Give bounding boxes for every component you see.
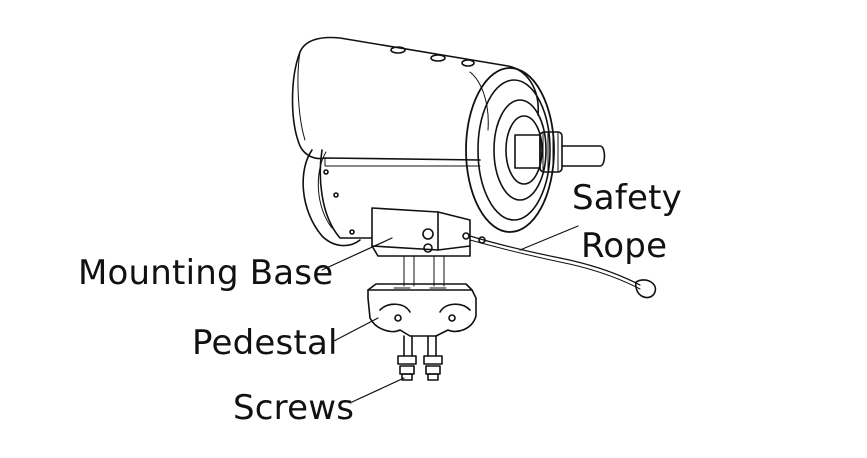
mounting-base-shape (371, 207, 471, 287)
screws-label: Screws (233, 388, 355, 428)
screws-shape (397, 335, 443, 381)
cable-gland (514, 131, 606, 173)
leader-pedestal (331, 317, 379, 343)
leader-screws (351, 377, 405, 403)
leader-lines (321, 225, 579, 403)
safety-rope-label-line2: Rope (581, 226, 668, 266)
leader-safety-rope (519, 225, 579, 251)
mounting-base-label: Mounting Base (78, 253, 334, 293)
leader-mounting-base (321, 237, 393, 271)
camera-housing (291, 36, 555, 247)
safety-rope (469, 235, 657, 299)
pedestal-shape (367, 283, 477, 337)
pedestal-label: Pedestal (192, 323, 338, 363)
safety-rope-label-line1: Safety (572, 178, 682, 218)
